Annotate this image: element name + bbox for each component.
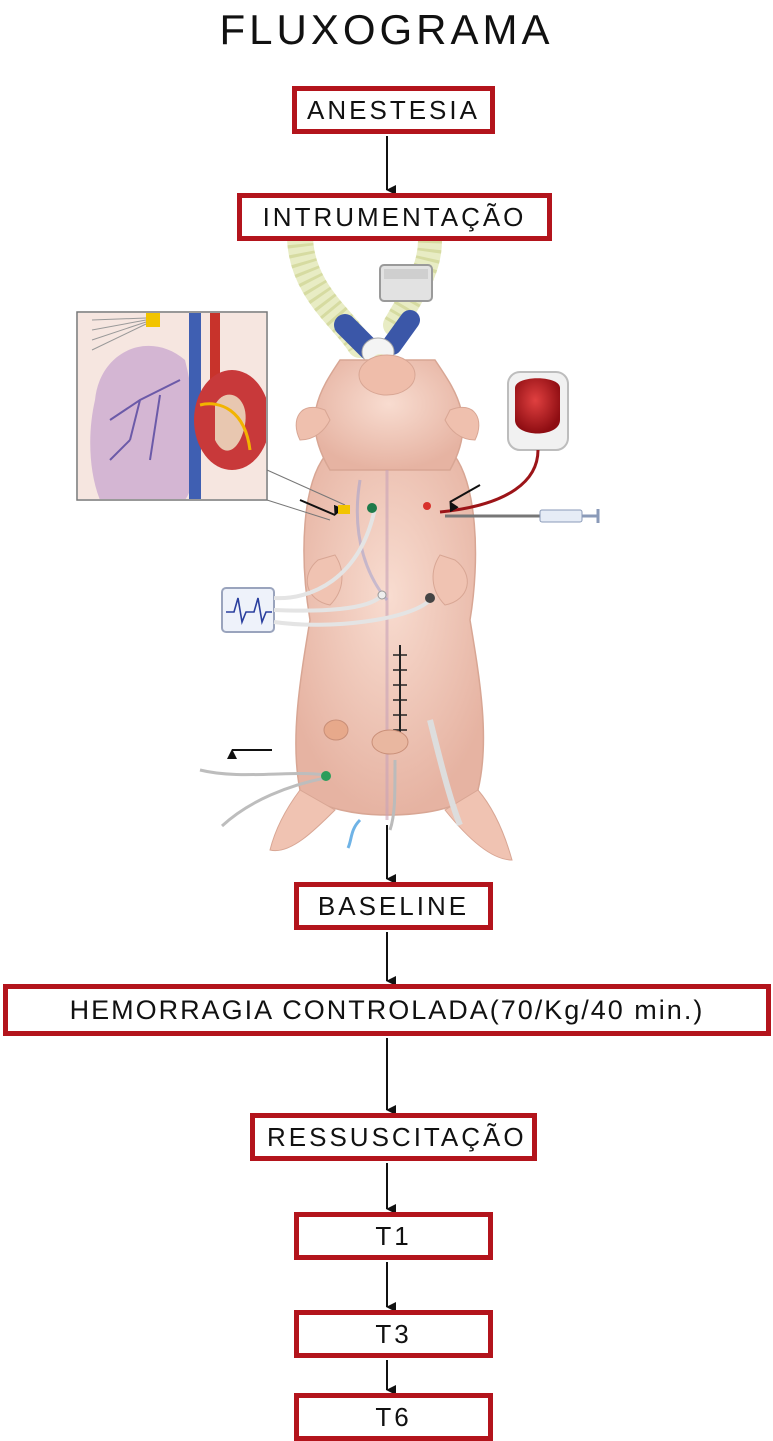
step-baseline: BASELINE: [294, 882, 493, 930]
step-anestesia: ANESTESIA: [292, 86, 495, 134]
step-ressuscitacao: RESSUSCITAÇÃO: [250, 1113, 537, 1161]
step-hemorragia-controlada: HEMORRAGIA CONTROLADA(70/Kg/40 min.): [3, 984, 771, 1036]
step-t6: T6: [294, 1393, 493, 1441]
step-t3: T3: [294, 1310, 493, 1358]
step-instrumentacao: INTRUMENTAÇÃO: [237, 193, 552, 241]
pig-illustration: [270, 355, 512, 860]
step-t1: T1: [294, 1212, 493, 1260]
